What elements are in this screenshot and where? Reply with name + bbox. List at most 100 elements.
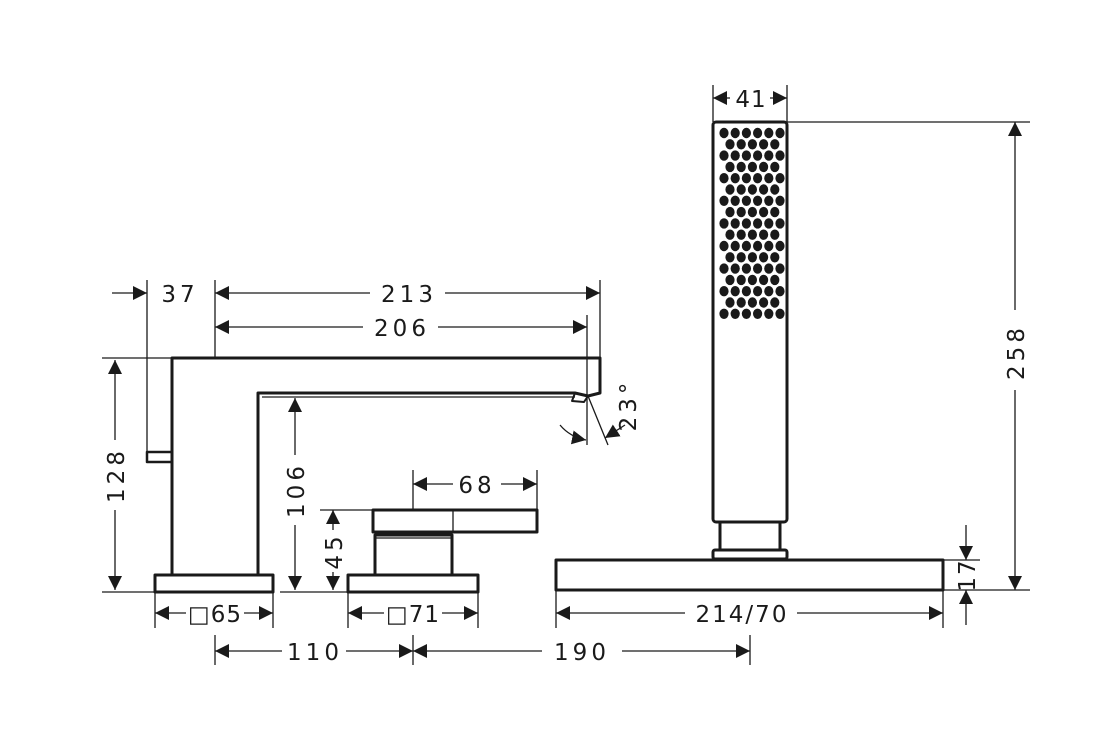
spray-hole <box>753 240 763 252</box>
spray-hole <box>753 195 763 206</box>
spray-hole <box>770 139 780 150</box>
spray-hole <box>719 195 729 206</box>
dim-71-square: □71 <box>386 602 440 628</box>
spray-hole <box>770 252 780 263</box>
spray-hole <box>764 150 774 161</box>
hand-shower <box>554 120 945 592</box>
spray-hole <box>770 184 780 195</box>
spray-hole <box>759 252 769 263</box>
spray-hole <box>753 150 763 161</box>
dim-68: 68 <box>458 473 495 499</box>
spray-hole <box>753 286 763 297</box>
spray-hole <box>741 308 752 319</box>
spray-hole <box>725 252 735 263</box>
spray-hole <box>730 195 740 206</box>
spray-hole <box>741 173 752 184</box>
spray-hole <box>753 308 763 319</box>
spray-hole <box>741 286 752 297</box>
spray-hole <box>725 184 735 195</box>
spray-hole <box>759 184 769 195</box>
spray-hole <box>725 274 735 286</box>
spray-hole <box>770 206 780 218</box>
spray-hole <box>753 173 763 184</box>
spray-hole <box>764 127 774 139</box>
spray-hole <box>759 161 769 173</box>
dim-258: 258 <box>1004 324 1030 380</box>
spray-hole <box>719 286 729 297</box>
dim-23-degrees: 23° <box>616 379 642 432</box>
spray-hole <box>725 229 735 240</box>
spray-hole <box>730 218 740 229</box>
spray-hole <box>719 150 729 161</box>
spray-hole <box>725 161 735 173</box>
dim-65-square: □65 <box>188 602 242 628</box>
spray-hole <box>759 297 769 308</box>
spray-hole <box>747 139 758 150</box>
spray-hole <box>719 308 729 319</box>
spray-hole <box>753 127 763 139</box>
dim-41: 41 <box>735 87 766 113</box>
spray-holes <box>719 127 785 319</box>
spray-hole <box>770 297 780 308</box>
dim-213: 213 <box>381 282 437 308</box>
dimension-labels: 37 213 206 23° 128 106 45 68 □65 □71 110… <box>102 86 1030 666</box>
spray-hole <box>775 263 785 274</box>
spray-hole <box>736 229 746 240</box>
spray-hole <box>725 206 735 218</box>
spray-hole <box>764 286 774 297</box>
dim-45: 45 <box>322 532 348 569</box>
spray-hole <box>741 150 752 161</box>
spray-hole <box>753 218 763 229</box>
spray-hole <box>753 263 763 274</box>
spray-hole <box>775 240 785 252</box>
spray-hole <box>725 139 735 150</box>
spray-hole <box>747 297 758 308</box>
spray-hole <box>764 195 774 206</box>
spray-hole <box>719 218 729 229</box>
spray-hole <box>719 127 729 139</box>
spray-hole <box>747 252 758 263</box>
spray-hole <box>747 274 758 286</box>
spray-hole <box>730 286 740 297</box>
spray-hole <box>741 218 752 229</box>
spray-hole <box>736 252 746 263</box>
dim-17: 17 <box>955 558 981 591</box>
spray-hole <box>759 229 769 240</box>
mixer-handle <box>346 508 539 594</box>
spray-hole <box>775 173 785 184</box>
spray-hole <box>764 308 774 319</box>
spray-hole <box>730 240 740 252</box>
spray-hole <box>764 240 774 252</box>
spray-hole <box>736 206 746 218</box>
spray-hole <box>736 161 746 173</box>
dim-128: 128 <box>104 447 130 503</box>
extension-lines <box>102 85 1030 665</box>
spray-hole <box>764 173 774 184</box>
dim-106: 106 <box>284 462 310 518</box>
spray-hole <box>775 286 785 297</box>
spray-hole <box>730 150 740 161</box>
spray-hole <box>719 263 729 274</box>
spray-hole <box>764 263 774 274</box>
spray-hole <box>730 173 740 184</box>
spray-hole <box>759 274 769 286</box>
spray-hole <box>764 218 774 229</box>
spout-faucet <box>145 356 602 594</box>
spray-hole <box>741 240 752 252</box>
spray-hole <box>770 229 780 240</box>
spray-hole <box>775 308 785 319</box>
spray-hole <box>719 173 729 184</box>
spray-hole <box>775 150 785 161</box>
spray-hole <box>775 218 785 229</box>
spray-hole <box>730 263 740 274</box>
spray-hole <box>759 206 769 218</box>
dim-206: 206 <box>374 316 430 342</box>
spray-hole <box>747 229 758 240</box>
spray-hole <box>719 240 729 252</box>
spray-hole <box>775 195 785 206</box>
spray-hole <box>747 206 758 218</box>
spray-hole <box>736 274 746 286</box>
dim-214-70: 214/70 <box>696 602 789 628</box>
dim-37: 37 <box>161 282 198 308</box>
